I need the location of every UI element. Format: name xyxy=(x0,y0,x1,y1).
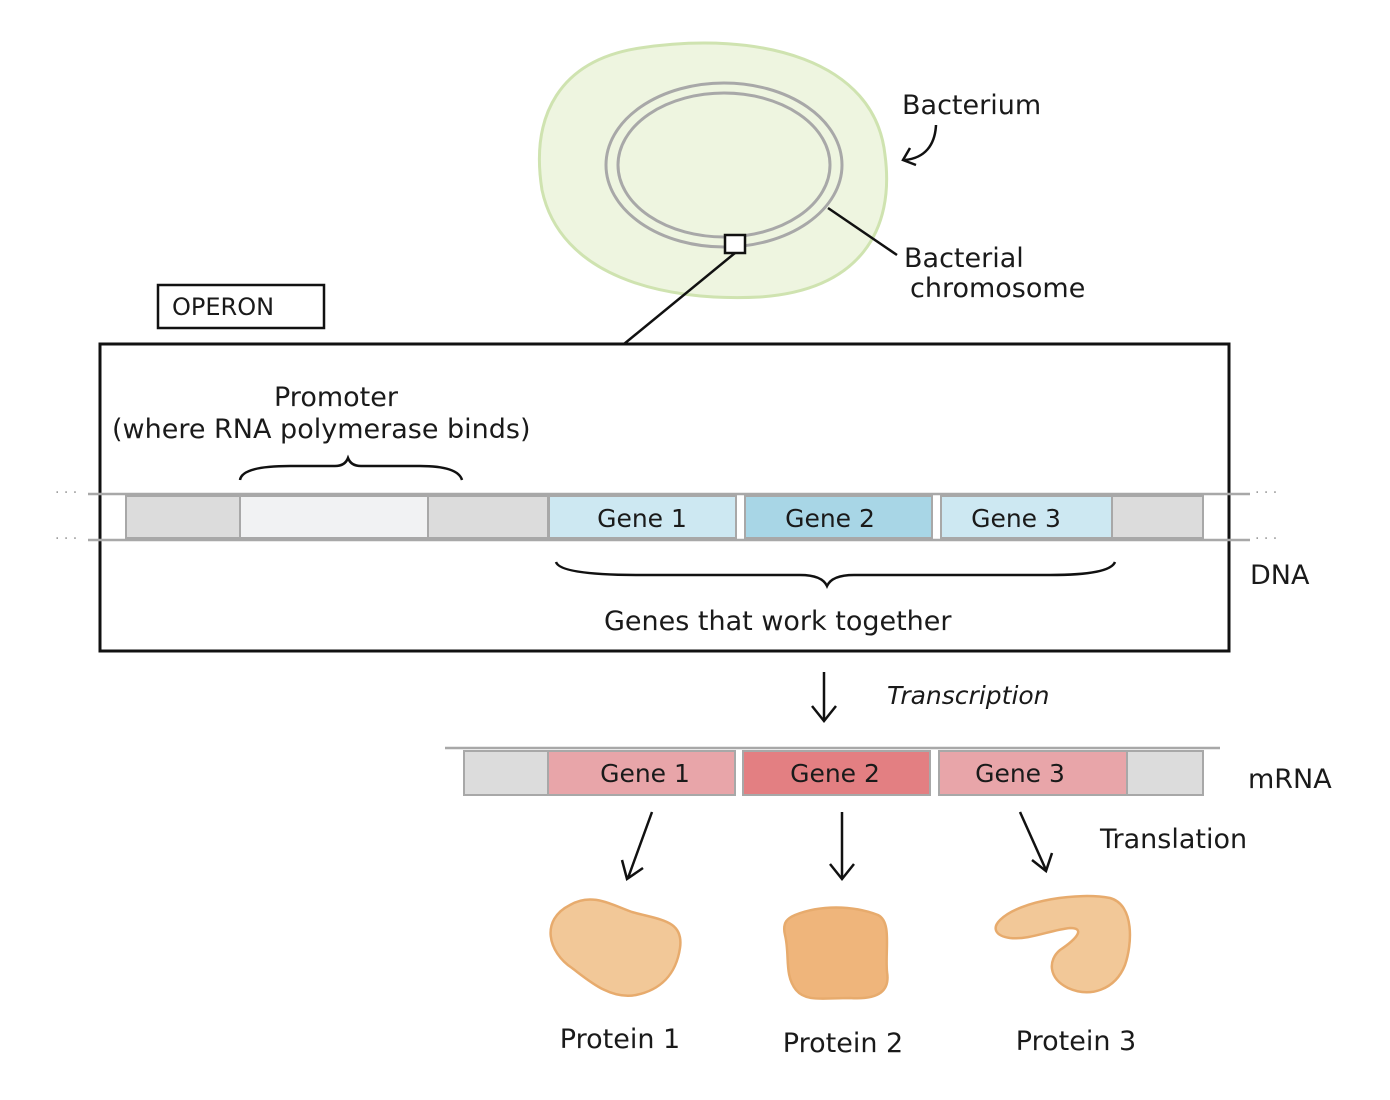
bacterium-arrowhead xyxy=(901,147,917,167)
mrna-gene-1 xyxy=(547,750,736,796)
dna-gene-3-label: Gene 3 xyxy=(971,504,1061,533)
dna-left-dots-bottom: · · · xyxy=(55,531,77,547)
bacterium-cell xyxy=(537,41,889,300)
mrna-label: mRNA xyxy=(1248,764,1332,795)
chromosome-label-line2: chromosome xyxy=(910,273,1085,304)
dna-label: DNA xyxy=(1250,560,1310,591)
dna-gene-2 xyxy=(744,495,933,539)
translation-label: Translation xyxy=(1099,824,1247,855)
protein-3-label: Protein 3 xyxy=(1016,1026,1136,1057)
mrna-segment-left xyxy=(463,750,549,796)
dna-gene-1-label: Gene 1 xyxy=(597,504,687,533)
mrna-gene-2 xyxy=(742,750,931,796)
protein-2-label: Protein 2 xyxy=(783,1028,903,1059)
genes-brace xyxy=(554,561,1117,590)
chromosome-label-line1: Bacterial xyxy=(904,243,1024,274)
transcription-arrowhead xyxy=(811,705,837,724)
dna-right-dots-bottom: · · · xyxy=(1255,531,1277,547)
transcription-label: Transcription xyxy=(887,681,1050,710)
mrna-gene-3 xyxy=(938,750,1128,796)
protein-1-label: Protein 1 xyxy=(560,1024,680,1055)
promoter-description: (where RNA polymerase binds) xyxy=(112,414,531,445)
dna-gene-2-label: Gene 2 xyxy=(785,504,875,533)
chromosome-zoom-box xyxy=(723,233,747,255)
translation-arrowhead-3 xyxy=(1031,852,1054,874)
dna-left-dots-top: · · · xyxy=(55,485,77,501)
mrna-gene-3-label: Gene 3 xyxy=(975,759,1065,788)
translation-arrow-1 xyxy=(626,811,654,879)
protein-1-shape xyxy=(549,898,682,998)
protein-2-shape xyxy=(783,906,889,1000)
promoter-brace xyxy=(238,454,464,481)
chromosome-pointer xyxy=(827,206,898,257)
zoom-connector xyxy=(623,252,736,345)
bacterium-label: Bacterium xyxy=(902,90,1041,121)
dna-gene-1 xyxy=(548,495,737,539)
translation-arrowhead-2 xyxy=(829,863,855,882)
promoter-label: Promoter xyxy=(274,382,399,413)
dna-segment-right xyxy=(1111,495,1204,539)
dna-segment-promoter xyxy=(239,495,429,539)
translation-arrowhead-1 xyxy=(620,859,644,882)
dna-segment-left xyxy=(125,495,241,539)
mrna-segment-right xyxy=(1126,750,1204,796)
genes-caption: Genes that work together xyxy=(604,606,952,637)
translation-arrow-3 xyxy=(1018,811,1048,871)
operon-tag-box xyxy=(156,283,326,330)
mrna-gene-2-label: Gene 2 xyxy=(790,759,880,788)
bacterium-arrow xyxy=(904,124,938,162)
operon-frame xyxy=(98,342,1231,653)
operon-tag-label: OPERON xyxy=(172,293,274,321)
protein-3-shape xyxy=(994,894,1132,994)
dna-segment-operator xyxy=(427,495,549,539)
mrna-gene-1-label: Gene 1 xyxy=(600,759,690,788)
dna-right-dots-top: · · · xyxy=(1255,485,1277,501)
